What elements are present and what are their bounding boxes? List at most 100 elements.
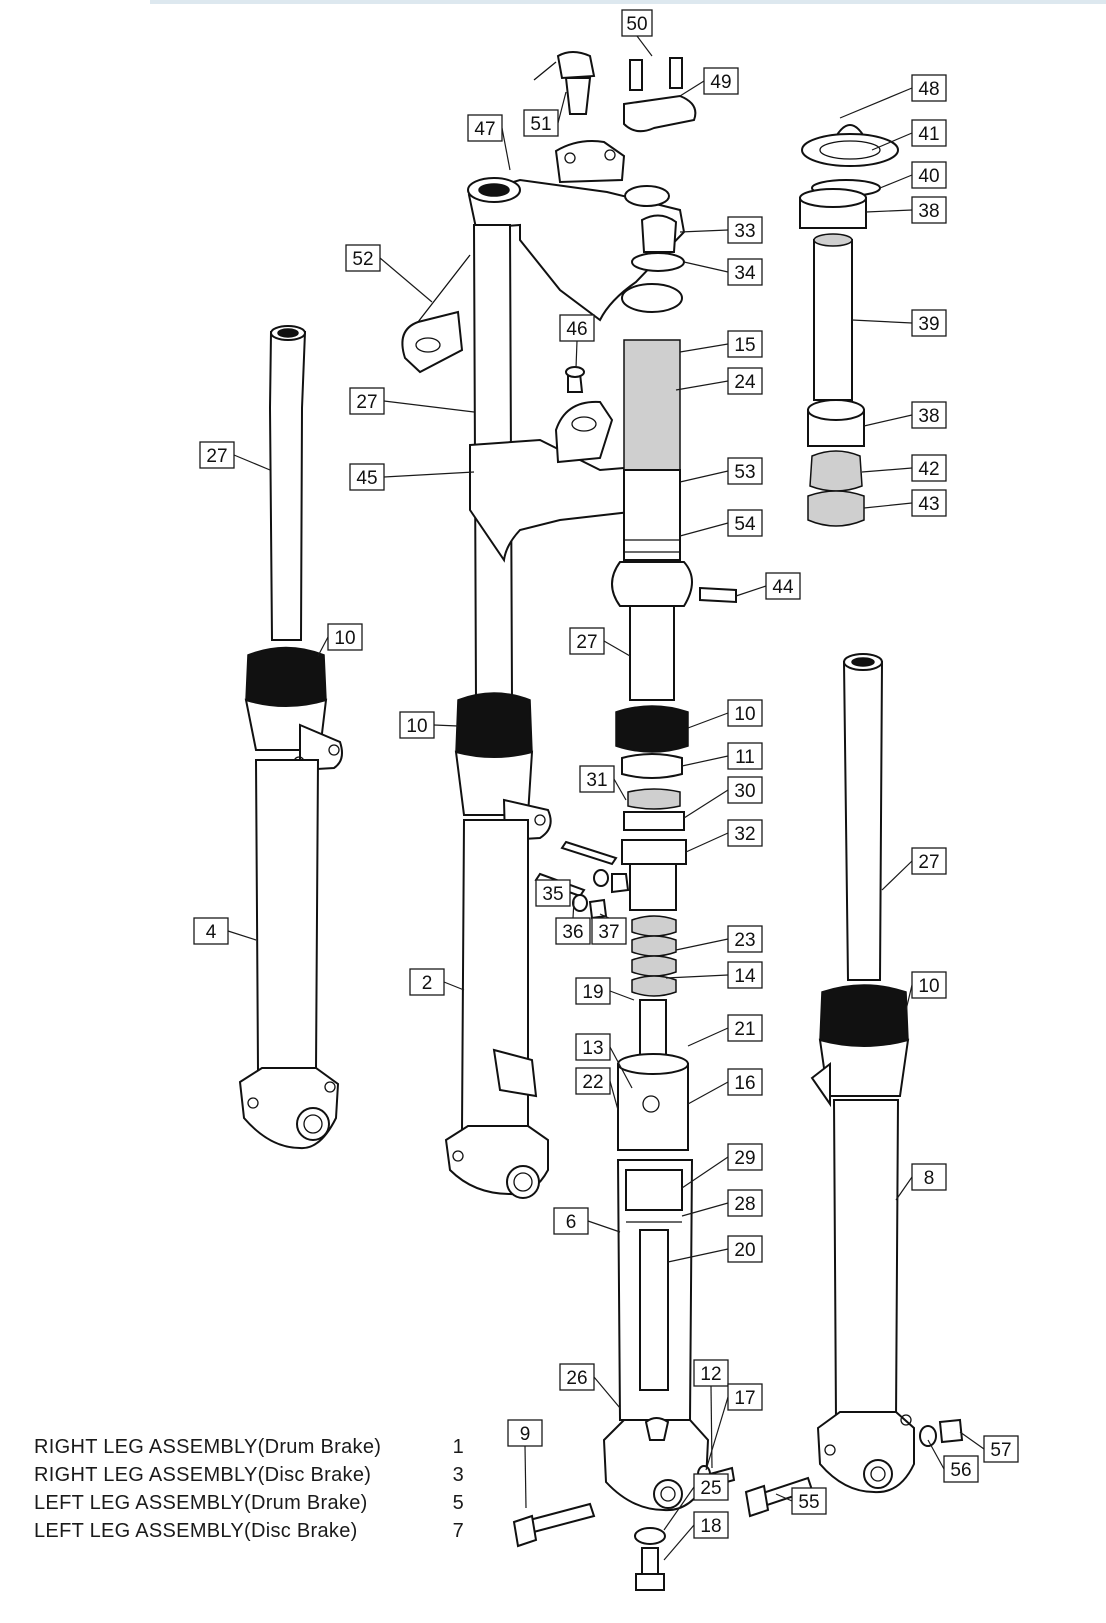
- callout-leader: [851, 319, 913, 324]
- valve-29: [625, 1169, 683, 1211]
- callout-leader: [861, 467, 913, 473]
- callout-box: [467, 114, 503, 142]
- callout-leader: [665, 974, 729, 979]
- callout-box: [727, 1235, 763, 1263]
- callout-box: [535, 879, 571, 907]
- nut-57: [938, 1418, 964, 1444]
- callout-box: [911, 119, 947, 147]
- callout-number: 45: [356, 468, 377, 489]
- legend-row: LEFT LEG ASSEMBLY(Drum Brake) 5: [34, 1489, 474, 1517]
- callout-number: 21: [734, 1019, 755, 1040]
- callout-leader: [775, 1493, 793, 1502]
- legend-label: LEFT LEG ASSEMBLY(Disc Brake): [34, 1519, 358, 1542]
- callout-leader: [613, 778, 627, 801]
- spring-23: [631, 915, 677, 997]
- callout-box: [523, 109, 559, 137]
- callout-box: [983, 1435, 1019, 1463]
- callout-box: [911, 454, 947, 482]
- callout-box: [727, 367, 763, 395]
- callout-number: 44: [772, 577, 794, 598]
- callout-box: [575, 1033, 611, 1061]
- callout-box: [349, 463, 385, 491]
- callout-leader: [871, 132, 913, 151]
- callout-number: 51: [530, 114, 551, 135]
- left-leg-assembly: [238, 325, 343, 1150]
- callout-box: [579, 765, 615, 793]
- callout-number: 12: [700, 1364, 721, 1385]
- callout-number: 34: [734, 263, 756, 284]
- callout-number: 40: [918, 166, 939, 187]
- callout-number: 28: [734, 1194, 755, 1215]
- callout-box: [507, 1419, 543, 1447]
- callout-number: 41: [918, 124, 939, 145]
- callout-leader: [687, 1081, 729, 1105]
- callout-leader: [501, 127, 511, 171]
- callout-box: [409, 968, 445, 996]
- callout-leader: [587, 1220, 621, 1233]
- legend-row: RIGHT LEG ASSEMBLY(Disc Brake) 3: [34, 1461, 474, 1489]
- headlamp-bracket-right: [554, 400, 614, 464]
- callout-leader: [687, 712, 729, 729]
- callout-number: 27: [356, 392, 377, 413]
- callout-leader: [683, 789, 729, 819]
- callout-box: [727, 1014, 763, 1042]
- callout-leader: [679, 470, 729, 483]
- fork-stanchion-far-right: [842, 661, 884, 981]
- callout-box: [727, 1383, 763, 1411]
- callout-number: 13: [582, 1038, 603, 1059]
- callout-box: [911, 161, 947, 189]
- bush-32: [621, 839, 687, 865]
- callout-leader: [609, 990, 635, 1001]
- legend-number: 7: [452, 1519, 464, 1542]
- callout-number: 20: [734, 1240, 755, 1261]
- nut-37a: [611, 873, 630, 894]
- damper-tube-20: [639, 1229, 669, 1391]
- head-bearing-stack: [799, 124, 899, 527]
- callout-number: 46: [566, 319, 587, 340]
- callout-number: 17: [734, 1388, 755, 1409]
- callout-box: [727, 1068, 763, 1096]
- callout-leader: [685, 832, 729, 853]
- callout-leader: [233, 454, 271, 471]
- callout-number: 39: [918, 314, 939, 335]
- callout-leader: [863, 414, 913, 427]
- slider-shoulder-far-right: [818, 1038, 910, 1097]
- callout-box: [703, 67, 739, 95]
- callout-box: [559, 1363, 595, 1391]
- callout-number: 33: [734, 221, 755, 242]
- callout-box: [727, 216, 763, 244]
- callout-number: 19: [582, 982, 603, 1003]
- callout-number: 6: [566, 1212, 577, 1233]
- callout-leader: [681, 1202, 729, 1217]
- callout-leader: [679, 522, 729, 537]
- pinch-bolt-44: [699, 586, 737, 604]
- callout-leader: [959, 1431, 985, 1450]
- slider-far-right: [832, 1099, 900, 1421]
- callout-number: 54: [734, 514, 756, 535]
- callout-leader: [863, 502, 913, 509]
- callout-box: [911, 489, 947, 517]
- callout-number: 29: [734, 1148, 755, 1169]
- callout-number: 8: [924, 1168, 935, 1189]
- callout-box: [911, 401, 947, 429]
- fork-stanchion-left: [268, 331, 307, 641]
- callout-leader: [681, 755, 729, 767]
- callout-box: [791, 1487, 827, 1515]
- callout-box: [349, 387, 385, 415]
- callout-leader: [636, 35, 653, 57]
- callout-box: [555, 917, 591, 945]
- callout-leader: [317, 636, 329, 657]
- callout-leader: [663, 1486, 695, 1531]
- callout-box: [575, 977, 611, 1005]
- callout-leader: [865, 209, 913, 213]
- callout-box: [621, 9, 653, 37]
- wheel-clamp-lug-left: [299, 723, 343, 772]
- callout-number: 49: [710, 72, 731, 93]
- circlip-31: [627, 788, 681, 810]
- callout-leader: [679, 343, 729, 353]
- callout-box: [943, 1455, 979, 1483]
- callout-box: [727, 742, 763, 770]
- dust-cover-centre: [615, 705, 689, 753]
- callout-box: [345, 244, 381, 272]
- callout-number: 55: [798, 1492, 819, 1513]
